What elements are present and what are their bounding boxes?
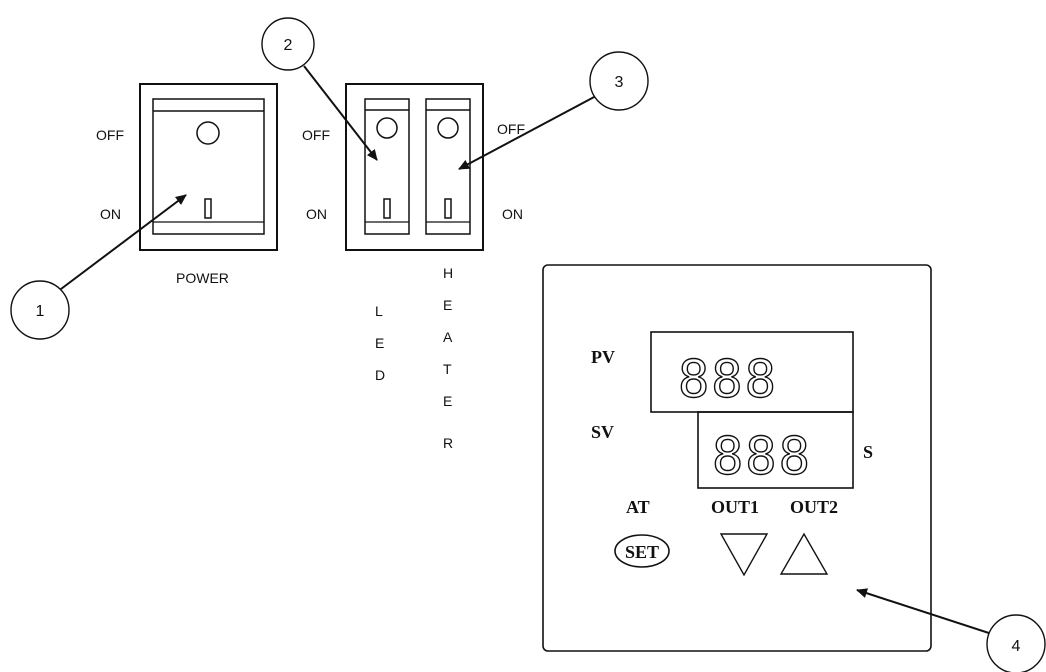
callout-4-circle <box>986 614 1046 672</box>
heater-letter: R <box>443 435 453 451</box>
sv-label: SV <box>591 422 614 442</box>
power-on-label: ON <box>100 206 121 222</box>
led-on-bar-icon <box>383 198 391 219</box>
heater-letter: E <box>443 297 452 313</box>
led-switch-rocker <box>364 98 410 235</box>
callout-1-arrow <box>56 194 187 293</box>
dual-switch <box>345 83 484 251</box>
up-button[interactable] <box>779 532 829 575</box>
out1-label: OUT1 <box>711 497 759 517</box>
led-on-label: ON <box>306 206 327 222</box>
sv-display <box>697 411 854 489</box>
heater-letter: T <box>443 361 452 377</box>
callout-4-number: 4 <box>1012 638 1021 655</box>
heater-off-circle-icon <box>437 117 459 139</box>
power-on-bar-icon <box>204 198 212 219</box>
led-switch[interactable] <box>364 98 410 235</box>
power-switch-name: POWER <box>176 270 229 286</box>
callout-3-circle <box>589 51 649 111</box>
led-letter: D <box>375 367 385 383</box>
heater-vertical-label: H E A T E R <box>443 265 453 451</box>
heater-off-label: OFF <box>497 121 525 137</box>
callout-1-number: 1 <box>36 303 45 320</box>
power-switch[interactable] <box>139 83 278 251</box>
controller-panel <box>542 264 932 652</box>
set-button-outline <box>614 534 670 568</box>
s-label: S <box>863 442 873 462</box>
pv-digits: 888 <box>678 350 778 410</box>
heater-on-bar-icon <box>444 198 452 219</box>
triangle-up-icon <box>779 532 829 575</box>
heater-letter: E <box>443 393 452 409</box>
out2-label: OUT2 <box>790 497 838 517</box>
led-vertical-label: L E D <box>375 303 385 383</box>
heater-letter: H <box>443 265 453 281</box>
power-off-label: OFF <box>96 127 124 143</box>
callout-4-arrow <box>856 588 999 637</box>
callout-1-circle <box>10 280 70 340</box>
callout-3-arrow <box>458 95 597 170</box>
pv-label: PV <box>591 347 615 367</box>
led-letter: L <box>375 303 383 319</box>
set-button[interactable]: SET <box>614 534 670 568</box>
led-letter: E <box>375 335 384 351</box>
callout-2-circle <box>261 17 315 71</box>
power-switch-rocker <box>152 98 265 235</box>
callout-2-number: 2 <box>284 37 293 54</box>
dual-switch-bezel <box>345 83 484 251</box>
callout-2-arrow <box>303 65 378 161</box>
heater-on-label: ON <box>502 206 523 222</box>
power-switch-bezel <box>139 83 278 251</box>
triangle-down-icon <box>719 533 769 577</box>
power-off-circle-icon <box>196 121 220 145</box>
led-off-label: OFF <box>302 127 330 143</box>
led-off-circle-icon <box>376 117 398 139</box>
sv-digits: 888 <box>712 427 812 487</box>
set-button-label: SET <box>625 542 659 562</box>
down-button[interactable] <box>719 533 769 577</box>
callout-3-number: 3 <box>615 74 624 91</box>
at-label: AT <box>626 497 650 517</box>
heater-letter: A <box>443 329 453 345</box>
